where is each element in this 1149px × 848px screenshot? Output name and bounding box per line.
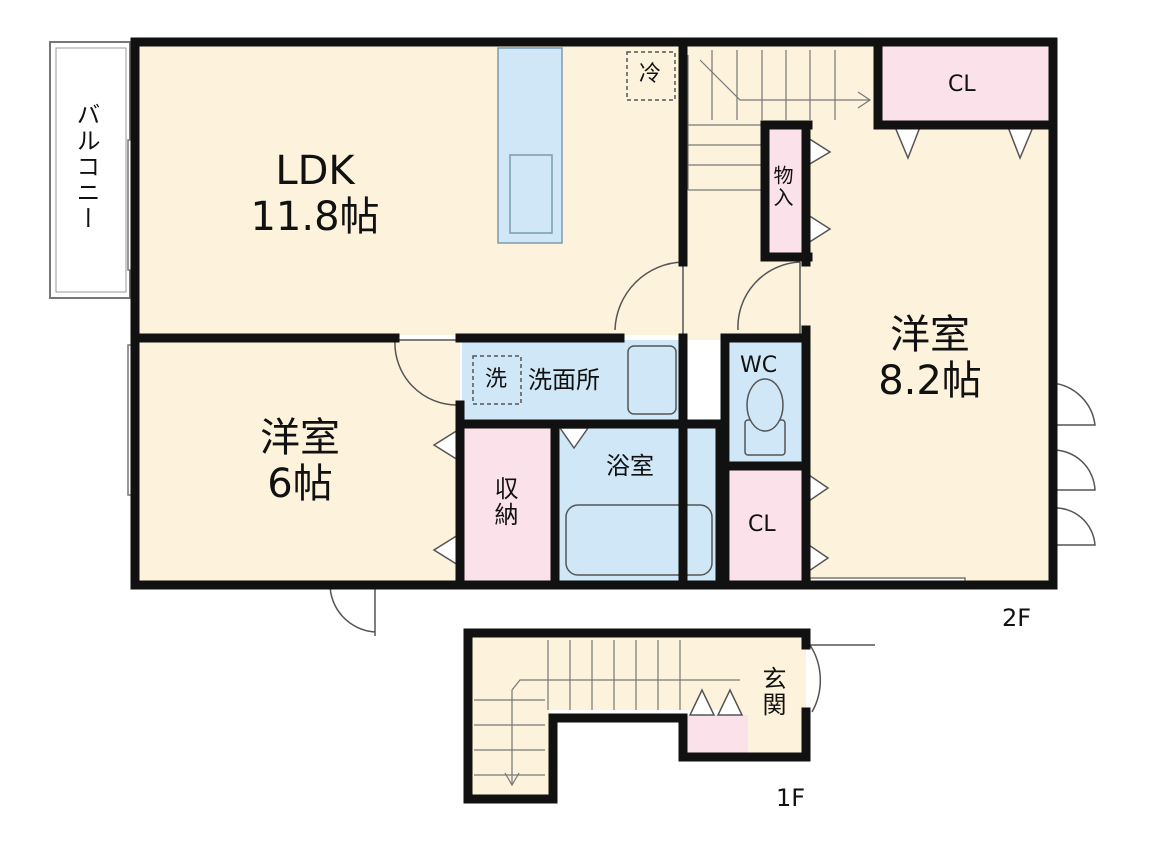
- bedroom-left-name: 洋室: [260, 415, 340, 461]
- bedroom-right-name: 洋室: [890, 312, 970, 358]
- bathtub: [565, 504, 713, 576]
- fridge-space: [626, 51, 676, 101]
- washer-space: [472, 355, 522, 405]
- stairs-1f: [474, 640, 740, 787]
- floor-1-label: 1F: [776, 784, 806, 812]
- washer-label: 洗: [485, 367, 508, 392]
- stairs-2f: [687, 50, 872, 191]
- washroom-label: 洗面所: [528, 366, 600, 394]
- closet-bottom-label: CL: [748, 512, 776, 537]
- hall-lower-area: [683, 260, 808, 340]
- balcony-label: バルコニー: [72, 102, 100, 232]
- bedroom-right-size: 8.2帖: [878, 358, 982, 404]
- room-fills: [49, 41, 1050, 797]
- balcony-inner: [55, 47, 127, 293]
- bedroom-left-area: [135, 340, 460, 582]
- storage-label: 収納: [490, 476, 518, 528]
- shoe-cabinet: [686, 715, 748, 753]
- closet-top-label: CL: [948, 72, 976, 97]
- bathroom-label: 浴室: [606, 452, 654, 480]
- sink: [509, 154, 553, 234]
- bedroom-right-label: 洋室 8.2帖: [855, 312, 1005, 404]
- storage-area: [464, 426, 552, 582]
- wc-label: WC: [740, 353, 778, 378]
- entrance-area: [740, 635, 806, 753]
- fridge-label: 冷: [639, 62, 662, 87]
- entrance-label: 玄関: [758, 666, 786, 718]
- closet-doors: [432, 126, 1035, 716]
- fixtures: [472, 51, 786, 576]
- floor-2-label: 2F: [1002, 604, 1032, 632]
- bedroom-left-label: 洋室 6帖: [225, 415, 375, 507]
- storage-small-area: [768, 127, 804, 255]
- bedroom-left-size: 6帖: [267, 461, 333, 507]
- walls: [130, 37, 1058, 804]
- closet-top-area: [882, 45, 1050, 123]
- balcony-area: [49, 41, 131, 299]
- stairs-1f-lower: [470, 635, 550, 797]
- toilet-bowl: [746, 378, 784, 432]
- ldk-name: LDK: [275, 148, 355, 194]
- closet-bottom-area: [730, 468, 804, 582]
- ldk-area: [135, 45, 683, 335]
- bedroom-right-area: [808, 127, 1050, 582]
- ldk-label: LDK 11.8帖: [230, 148, 400, 240]
- vanity-unit: [627, 345, 677, 415]
- storage-small-label: 物入: [770, 165, 794, 209]
- ldk-size: 11.8帖: [250, 194, 380, 240]
